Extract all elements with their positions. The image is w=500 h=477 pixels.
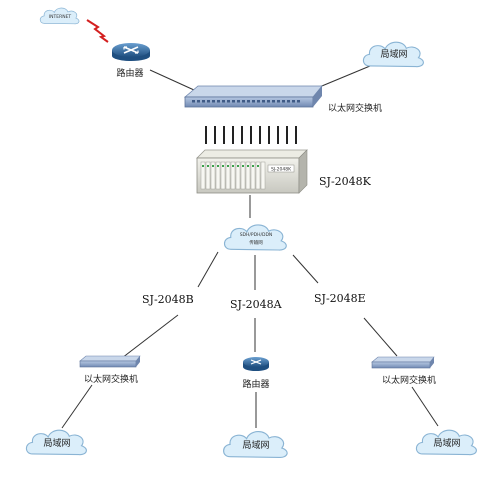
lan-center-label: 局域网 [242, 439, 269, 451]
lan-center-cloud: 局域网 [222, 430, 288, 459]
router-icon [243, 357, 269, 371]
router-bottom-label: 路由器 [242, 378, 269, 390]
branch-a-label: SJ-2048A [230, 298, 283, 311]
lan-top-cloud: 局域网 [362, 41, 424, 68]
chassis-icon [196, 149, 308, 194]
link-branch-b-to-switch-left [121, 314, 179, 359]
switch-right-label: 以太网交换机 [382, 374, 436, 386]
router-top-label: 路由器 [116, 67, 143, 79]
switch-left-label: 以太网交换机 [84, 373, 138, 385]
lan-right-label: 局域网 [433, 437, 460, 449]
switch-icon [183, 85, 323, 108]
switch-icon [79, 355, 141, 368]
patch-cables [205, 126, 297, 144]
chassis-label: SJ-2048K [319, 175, 372, 188]
router-bottom: 路由器 [242, 357, 270, 390]
lan-top-label: 局域网 [380, 48, 407, 60]
main-switch-label: 以太网交换机 [328, 102, 382, 114]
switch-left: 以太网交换机 [79, 355, 141, 385]
chassis-badge: SJ-2048K [271, 167, 292, 173]
branch-e-label: SJ-2048E [314, 292, 366, 305]
chassis-sj2048k: SJ-2048K SJ-2048K [196, 149, 372, 194]
transport-line2: 传输网 [249, 239, 263, 246]
link-branch-e-to-switch-right [363, 317, 398, 357]
link-transport-to-branch-e [292, 254, 319, 284]
transport-network-cloud: SDH/PDH/DDN 传输网 [223, 224, 287, 251]
lan-right-cloud: 局域网 [415, 429, 477, 456]
link-switch-right-to-lan [411, 386, 439, 427]
lightning-icon [86, 19, 109, 43]
link-switch-left-to-lan [61, 384, 93, 429]
internet-label: INTERNET [49, 14, 72, 20]
switch-right: 以太网交换机 [371, 356, 436, 386]
lan-left-cloud: 局域网 [25, 429, 87, 456]
transport-line1: SDH/PDH/DDN [240, 232, 273, 238]
main-switch: 以太网交换机 [183, 85, 382, 114]
router-top: 路由器 [112, 43, 150, 79]
router-icon [112, 43, 150, 61]
lan-left-label: 局域网 [43, 437, 70, 449]
switch-icon [371, 356, 435, 369]
link-transport-to-branch-b [197, 251, 219, 288]
branch-b-label: SJ-2048B [142, 293, 194, 306]
internet-cloud: INTERNET [39, 7, 80, 25]
